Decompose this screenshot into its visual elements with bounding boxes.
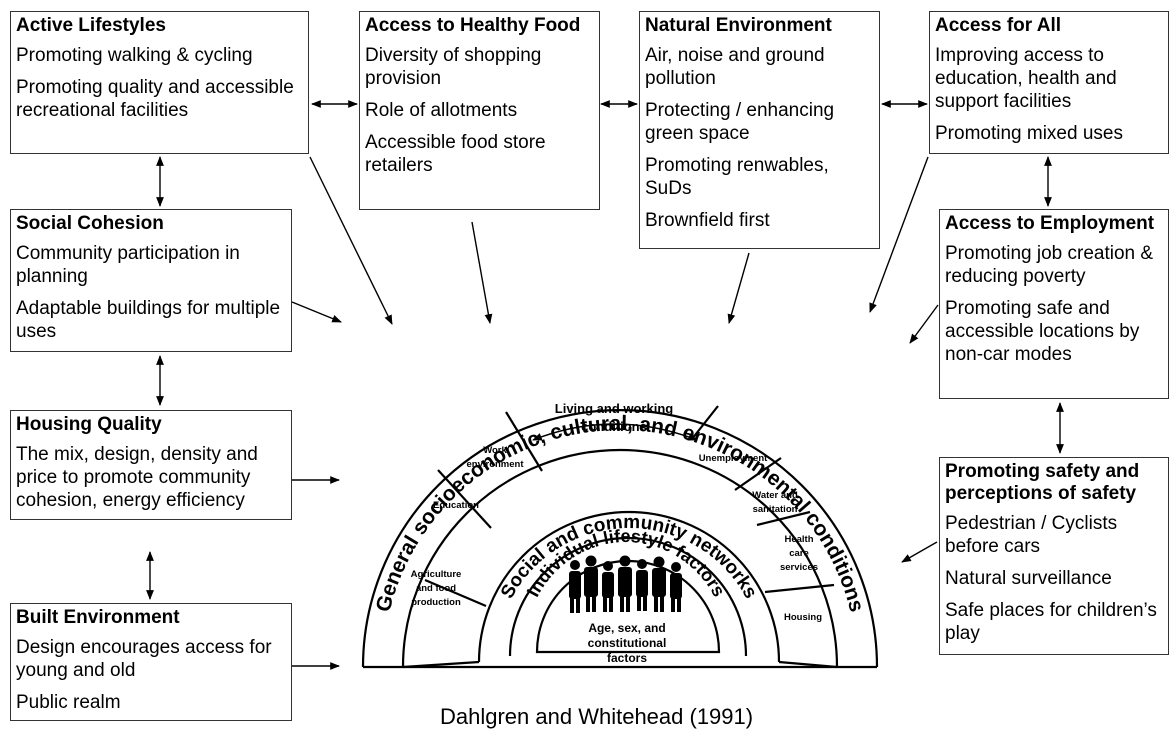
box-item: The mix, design, density and price to pr… <box>16 444 258 511</box>
box-item: Improving access to education, health an… <box>935 45 1117 112</box>
box-item: Protecting / enhancing green space <box>645 100 835 144</box>
box-item: Safe places for children’s play <box>945 600 1157 644</box>
box-item: Promoting safe and accessible locations … <box>945 298 1140 365</box>
box-item: Brownfield first <box>645 210 770 231</box>
svg-text:Water and: Water and <box>752 490 798 501</box>
svg-text:Education: Education <box>433 500 479 511</box>
box-title: Promoting safety and perceptions of safe… <box>945 461 1140 504</box>
box-item: Public realm <box>16 692 121 713</box>
svg-text:Living and working: Living and working <box>555 401 674 416</box>
box-access-for-all: Access for All Improving access to educa… <box>929 11 1169 154</box>
people-silhouettes-icon <box>569 555 682 613</box>
arrow-access-to-center <box>869 156 929 313</box>
connector-arrows <box>146 100 1064 670</box>
rainbow <box>361 405 879 669</box>
svg-text:and food: and food <box>416 583 456 594</box>
segment-work-environment: Work environment <box>466 445 524 470</box>
svg-text:Unemployment: Unemployment <box>699 453 768 464</box>
svg-text:Agriculture: Agriculture <box>411 569 462 580</box>
box-title: Active Lifestyles <box>16 15 166 36</box>
svg-text:Health: Health <box>784 534 813 545</box>
box-item: Role of allotments <box>365 100 518 121</box>
svg-text:factors: factors <box>607 651 647 665</box>
living-working-label: Living and working conditions <box>555 401 674 434</box>
box-item: Air, noise and ground pollution <box>645 45 825 89</box>
svg-text:care: care <box>789 548 809 559</box>
segment-agriculture: Agriculture and food production <box>411 569 462 608</box>
svg-text:Work: Work <box>483 445 507 456</box>
box-title: Access to Employment <box>945 213 1155 234</box>
segment-education: Education <box>433 500 479 511</box>
box-item: Promoting mixed uses <box>935 123 1123 144</box>
community-ring-edge <box>477 510 781 663</box>
svg-text:Housing: Housing <box>784 612 822 623</box>
box-item: Promoting walking & cycling <box>16 45 253 66</box>
svg-text:conditions: conditions <box>581 419 647 434</box>
box-housing-quality: Housing Quality The mix, design, density… <box>10 410 292 520</box>
box-item: Diversity of shopping provision <box>365 45 542 89</box>
segment-health-care: Health care services <box>780 534 818 573</box>
box-item: Accessible food store retailers <box>365 132 546 176</box>
box-natural-environment: Natural Environment Air, noise and groun… <box>639 11 880 249</box>
arrow-cohesion-to-center <box>291 301 342 323</box>
box-social-cohesion: Social Cohesion Community participation … <box>10 209 292 352</box>
box-item: Promoting job creation & reducing povert… <box>945 243 1154 287</box>
svg-text:environment: environment <box>466 459 524 470</box>
box-promoting-safety: Promoting safety and perceptions of safe… <box>939 457 1169 655</box>
box-item: Promoting renwables, SuDs <box>645 155 829 199</box>
box-built-environment: Built Environment Design encourages acce… <box>10 603 292 721</box>
segment-unemployment: Unemployment <box>699 453 768 464</box>
arrow-safety-to-center <box>901 541 938 563</box>
box-title: Access for All <box>935 15 1062 36</box>
box-active-lifestyles: Active Lifestyles Promoting walking & cy… <box>10 11 309 154</box>
arrow-employment-to-center <box>909 304 939 344</box>
arrow-food-to-center <box>471 221 493 324</box>
box-title: Social Cohesion <box>16 213 164 234</box>
svg-text:production: production <box>411 597 461 608</box>
box-title: Built Environment <box>16 607 180 628</box>
svg-text:services: services <box>780 562 818 573</box>
box-access-healthy-food: Access to Healthy Food Diversity of shop… <box>359 11 600 210</box>
lifestyle-ring-edge <box>508 536 748 657</box>
box-item: Promoting quality and accessible recreat… <box>16 77 294 121</box>
core-label: Age, sex, and constitutional factors <box>588 621 667 665</box>
citation-caption: Dahlgren and Whitehead (1991) <box>440 704 754 729</box>
box-item: Natural surveillance <box>945 568 1112 589</box>
box-item: Adaptable buildings for multiple uses <box>16 298 281 342</box>
svg-text:constitutional: constitutional <box>588 636 667 650</box>
segment-labels: Work environment Education Agriculture a… <box>411 445 823 623</box>
box-title: Access to Healthy Food <box>365 15 581 36</box>
segment-ring-edge <box>401 448 839 668</box>
svg-text:Age, sex, and: Age, sex, and <box>588 621 665 635</box>
box-title: Natural Environment <box>645 15 832 36</box>
arrow-active-to-center <box>309 156 393 325</box>
segment-housing: Housing <box>784 612 822 623</box>
living-working-arc-arrow <box>532 423 698 441</box>
box-item: Pedestrian / Cyclists before cars <box>945 513 1118 557</box>
box-access-to-employment: Access to Employment Promoting job creat… <box>939 209 1169 399</box>
arrow-natural-to-center <box>727 252 750 324</box>
segment-water-sanitation: Water and sanitation <box>752 490 798 515</box>
box-item: Community participation in planning <box>16 243 240 287</box>
box-item: Design encourages access for young and o… <box>16 637 272 681</box>
svg-text:sanitation: sanitation <box>753 504 798 515</box>
box-title: Housing Quality <box>16 414 162 435</box>
